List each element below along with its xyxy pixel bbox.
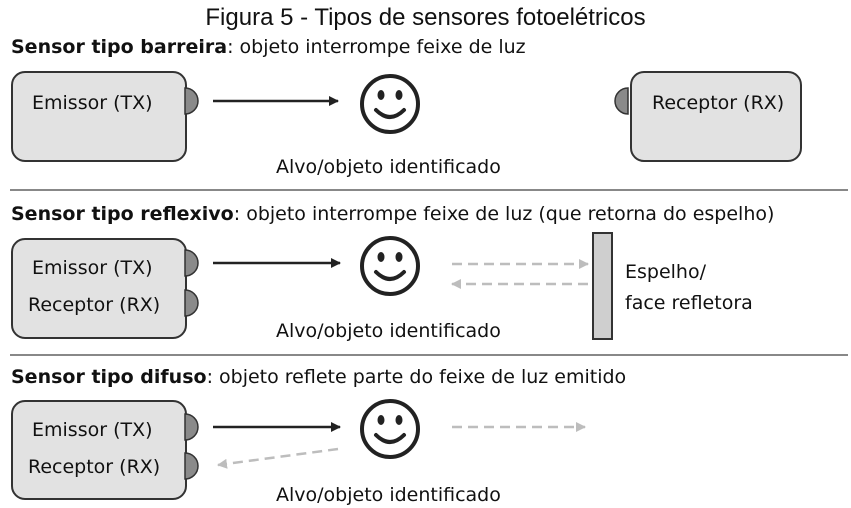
section-title-bold: Sensor tipo reflexivo bbox=[11, 203, 234, 225]
emitter-box: Emissor (TX) bbox=[11, 71, 187, 162]
target-caption: Alvo/objeto identificado bbox=[276, 156, 501, 178]
sensor-box: Emissor (TX) Receptor (RX) bbox=[11, 238, 187, 339]
receiver-label: Receptor (RX) bbox=[652, 92, 785, 114]
lens-icon bbox=[184, 249, 199, 277]
smiley-face-icon bbox=[360, 74, 420, 134]
target-caption: Alvo/objeto identificado bbox=[276, 484, 501, 506]
smiley-face-icon bbox=[360, 236, 420, 296]
mirror bbox=[592, 232, 613, 340]
lens-icon bbox=[184, 289, 199, 317]
receiver-label: Receptor (RX) bbox=[28, 294, 161, 316]
target-caption: Alvo/objeto identificado bbox=[276, 320, 501, 342]
lens-icon bbox=[184, 452, 199, 480]
figure-title: Figura 5 - Tipos de sensores fotoelétric… bbox=[205, 4, 646, 31]
smiley-face-icon bbox=[360, 399, 420, 459]
section-divider bbox=[10, 189, 848, 191]
emitter-label: Emissor (TX) bbox=[32, 257, 153, 279]
section-title-reflexivo: Sensor tipo reflexivo: objeto interrompe… bbox=[11, 203, 774, 225]
section-title-bold: Sensor tipo difuso bbox=[11, 366, 207, 388]
section-title-barreira: Sensor tipo barreira: objeto interrompe … bbox=[11, 36, 526, 58]
mirror-label-line2: face refletora bbox=[625, 292, 753, 314]
lens-icon bbox=[184, 413, 199, 441]
mirror-label: Espelho/ face refletora bbox=[625, 257, 753, 319]
lens-icon bbox=[184, 87, 199, 115]
section-title-text: : objeto interrompe feixe de luz bbox=[227, 36, 526, 58]
section-title-text: : objeto reflete parte do feixe de luz e… bbox=[206, 366, 627, 388]
arrow-icon bbox=[217, 447, 339, 469]
emitter-label: Emissor (TX) bbox=[32, 92, 153, 114]
section-divider bbox=[10, 354, 848, 356]
receiver-box: Receptor (RX) bbox=[630, 71, 802, 162]
section-title-text: : objeto interrompe feixe de luz (que re… bbox=[233, 203, 775, 225]
emitter-label: Emissor (TX) bbox=[32, 419, 153, 441]
section-title-difuso: Sensor tipo difuso: objeto reflete parte… bbox=[11, 366, 626, 388]
receiver-label: Receptor (RX) bbox=[28, 456, 161, 478]
section-title-bold: Sensor tipo barreira bbox=[11, 36, 228, 58]
sensor-box: Emissor (TX) Receptor (RX) bbox=[11, 400, 187, 500]
lens-icon bbox=[614, 87, 629, 115]
mirror-label-line1: Espelho/ bbox=[625, 261, 707, 283]
